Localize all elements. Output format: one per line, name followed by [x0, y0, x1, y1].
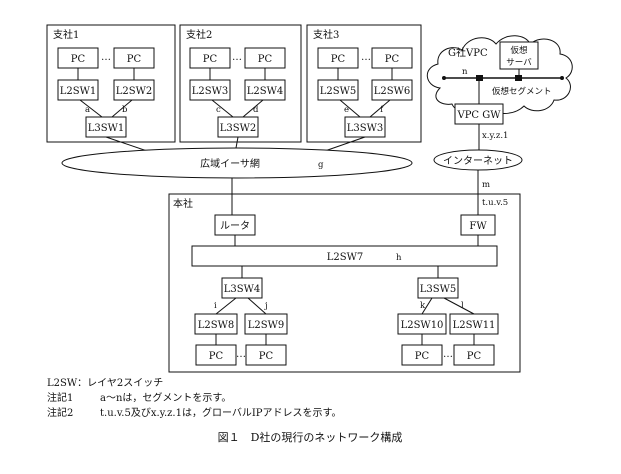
- bus-end-right: [560, 76, 564, 80]
- hq-router-label: ルータ: [220, 220, 250, 232]
- branch-3: 支社3 PC … PC L2SW5 L2SW6 e f L3SW3: [306, 24, 422, 143]
- hq-pc-3-label: PC: [415, 351, 430, 362]
- branch-3-pc-right-label: PC: [385, 54, 400, 65]
- virtual-server-label-line1: 仮想: [510, 45, 528, 56]
- segment-k: k: [420, 301, 426, 311]
- vpc-gw-label: VPC GW: [456, 110, 501, 121]
- hq-pc-4: [453, 344, 495, 366]
- branch-2-l2sw3-label: L2SW3: [192, 86, 229, 97]
- hq-l2sw8-label: L2SW8: [198, 320, 235, 331]
- branch-1: 支社1 PC … PC L2SW1 L2SW2 a b L3SW1: [46, 24, 176, 143]
- hq-l2sw9-label: L2SW9: [248, 320, 285, 331]
- hq-fw-label: FW: [469, 221, 487, 232]
- branch-1-pc-right-label: PC: [127, 54, 142, 65]
- segment-g: g: [318, 160, 324, 170]
- hq-l2sw7-label: L2SW7: [327, 252, 364, 263]
- segment-f: f: [380, 105, 384, 115]
- hq-l3sw4: [221, 277, 263, 299]
- branch-3-l2sw6-label: L2SW6: [374, 86, 411, 97]
- segment-d: d: [253, 105, 259, 115]
- segment-j: j: [264, 301, 268, 311]
- branch-1-pc-left-label: PC: [71, 54, 86, 65]
- hq-left-ellipsis: …: [236, 349, 246, 360]
- internet-label: インターネット: [443, 155, 513, 167]
- note-1-head: 注記1: [47, 391, 73, 404]
- branch-1-l3sw1-label: L3SW1: [88, 123, 125, 134]
- hq-right-ellipsis: …: [443, 349, 453, 360]
- branch-2-pc-left-label: PC: [203, 54, 218, 65]
- legend-l2sw: L2SW：レイヤ2スイッチ: [47, 377, 163, 389]
- segment-a: a: [85, 105, 90, 115]
- segment-b: b: [122, 105, 128, 115]
- hq-pc-1: [195, 344, 237, 366]
- branch-1-l2sw1-label: L2SW1: [60, 86, 97, 97]
- hq-pc-1-label: PC: [209, 351, 224, 362]
- branch-2-l2sw4: [244, 79, 286, 101]
- branch-3-l2sw6: [371, 79, 413, 101]
- hq-pc-4-label: PC: [467, 351, 482, 362]
- branch-2-title: 支社2: [186, 28, 212, 41]
- branch-1-l2sw1: [57, 79, 99, 101]
- hq-pc-2-label: PC: [259, 351, 274, 362]
- wide-area-ethernet-label: 広域イーサ網: [200, 157, 260, 170]
- branch-2-l3sw2-label: L3SW2: [220, 123, 257, 134]
- virtual-segment-label: 仮想セグメント: [492, 86, 552, 97]
- bus-node-2: [515, 75, 522, 81]
- hq-l3sw5: [417, 277, 459, 299]
- branch-1-l2sw2: [113, 79, 155, 101]
- branch-3-title: 支社3: [313, 28, 339, 41]
- hq-l3sw4-label: L3SW4: [224, 284, 261, 295]
- hq-pc-2: [245, 344, 287, 366]
- segment-l: l: [461, 301, 464, 311]
- branch-2: 支社2 PC … PC L2SW3 L2SW4 c d L3SW2: [179, 24, 302, 143]
- hq-l3sw5-label: L3SW5: [420, 284, 457, 295]
- fw-address: t.u.v.5: [482, 198, 508, 208]
- branch-3-l2sw5-label: L2SW5: [320, 86, 357, 97]
- segment-i: i: [214, 301, 217, 311]
- hq-l2sw10-label: L2SW10: [401, 320, 444, 331]
- note-1-body: a～nは，セグメントを示す。: [100, 391, 231, 404]
- figure-caption: 図１ D社の現行のネットワーク構成: [218, 430, 403, 444]
- hq-title: 本社: [173, 197, 193, 210]
- segment-e: e: [344, 105, 349, 115]
- bus-end-left: [442, 76, 446, 80]
- branch-2-l2sw3: [189, 79, 231, 101]
- branch-2-pc-right-label: PC: [258, 54, 273, 65]
- hq-frame: [168, 193, 521, 373]
- bus-node-1: [476, 75, 483, 81]
- wide-area-ethernet: [61, 147, 413, 179]
- branch-3-l3sw3-label: L3SW3: [347, 123, 384, 134]
- hq-l2sw7: [191, 245, 498, 267]
- segment-m: m: [482, 180, 490, 190]
- segment-h: h: [396, 253, 402, 263]
- branch-3-frame: [306, 24, 422, 143]
- vpc-title: G社VPC: [448, 46, 488, 59]
- branch-2-ellipsis: …: [232, 52, 242, 63]
- vpc-cloud: G社VPC 仮想 サーバ n 仮想セグメント VPC GW: [426, 35, 573, 125]
- branch-1-title: 支社1: [53, 28, 79, 41]
- virtual-server: [499, 41, 539, 70]
- headquarters: 本社 ルータ FW L2SW7 h L3SW4 L3SW5 i j k l L2…: [168, 193, 521, 373]
- branch-1-ellipsis: …: [101, 52, 111, 63]
- branch-1-l2sw2-label: L2SW2: [116, 86, 153, 97]
- branch-2-frame: [179, 24, 302, 143]
- note-2-body: t.u.v.5及びx.y.z.1は，グローバルIPアドレスを示す。: [100, 406, 342, 419]
- branch-3-l2sw5: [317, 79, 359, 101]
- hq-pc-3: [401, 344, 443, 366]
- vpc-gw-address: x.y.z.1: [482, 131, 508, 141]
- branch-2-l2sw4-label: L2SW4: [247, 86, 284, 97]
- branch-3-pc-left-label: PC: [331, 54, 346, 65]
- note-2-head: 注記2: [47, 406, 73, 419]
- segment-n: n: [462, 67, 468, 77]
- segment-c: c: [216, 105, 221, 115]
- virtual-server-label-line2: サーバ: [506, 58, 532, 68]
- hq-l2sw11-label: L2SW11: [453, 320, 496, 331]
- branch-1-frame: [46, 24, 176, 143]
- branch-3-ellipsis: …: [361, 52, 371, 63]
